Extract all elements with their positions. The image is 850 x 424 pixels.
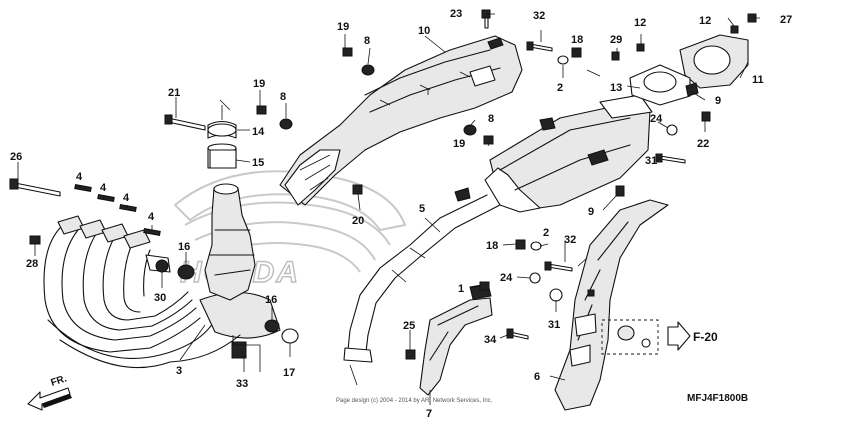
part-number: 16 bbox=[265, 294, 277, 306]
part-number: 3 bbox=[176, 365, 182, 377]
part-number: 32 bbox=[533, 10, 545, 22]
part-number: 23 bbox=[450, 8, 462, 20]
part-number: 9 bbox=[588, 206, 594, 218]
joint-pipe bbox=[204, 120, 256, 301]
part-number: 15 bbox=[252, 157, 264, 169]
clip-detail bbox=[601, 319, 691, 355]
part-number: 13 bbox=[610, 82, 622, 94]
header-flanges bbox=[57, 184, 171, 273]
part-number: 4 bbox=[123, 192, 130, 204]
part-number: 25 bbox=[403, 320, 415, 332]
part-number: 27 bbox=[780, 14, 792, 26]
muffler bbox=[343, 94, 653, 363]
front-label: FR. bbox=[50, 373, 69, 389]
part-number: 5 bbox=[419, 203, 425, 215]
part-number: 19 bbox=[253, 78, 265, 90]
diagram-reference-code: MFJ4F1800B bbox=[687, 393, 748, 404]
part-number: 2 bbox=[557, 82, 563, 94]
part-number: 30 bbox=[154, 292, 166, 304]
front-arrow: FR. bbox=[27, 373, 72, 411]
part-number: 8 bbox=[280, 91, 286, 103]
part-number: 18 bbox=[571, 34, 583, 46]
part-number: 14 bbox=[252, 126, 265, 138]
exhaust-header-pipes bbox=[43, 227, 281, 369]
part-number: 17 bbox=[283, 367, 295, 379]
part-number: 8 bbox=[488, 113, 494, 125]
rear-heat-protector bbox=[554, 199, 669, 411]
part-number: 4 bbox=[76, 171, 83, 183]
part-number: 24 bbox=[650, 113, 663, 125]
part-number: 19 bbox=[337, 21, 349, 33]
part-number: 20 bbox=[352, 215, 364, 227]
part-number: 31 bbox=[645, 155, 657, 167]
part-number: 2 bbox=[543, 227, 549, 239]
part-number: 34 bbox=[484, 334, 497, 346]
part-number: 12 bbox=[699, 15, 711, 27]
part-number: 4 bbox=[148, 211, 155, 223]
part-number: 24 bbox=[500, 272, 513, 284]
part-number: 9 bbox=[715, 95, 721, 107]
part-number: 31 bbox=[548, 319, 560, 331]
end-cap-assembly bbox=[629, 34, 749, 106]
part-number: 10 bbox=[418, 25, 430, 37]
hardware bbox=[9, 9, 757, 360]
part-number: 32 bbox=[564, 234, 576, 246]
copyright-notice: Page design (c) 2004 - 2014 by ARI Netwo… bbox=[336, 398, 493, 404]
part-number: 21 bbox=[168, 87, 180, 99]
part-number: 7 bbox=[426, 408, 432, 420]
part-number: 29 bbox=[610, 34, 622, 46]
leader-lines bbox=[17, 13, 760, 405]
part-number: 22 bbox=[697, 138, 709, 150]
muffler-hanger bbox=[419, 283, 493, 396]
part-number: 11 bbox=[752, 74, 764, 86]
part-number: 26 bbox=[10, 151, 22, 163]
part-number: 28 bbox=[26, 258, 38, 270]
part-number-labels: 26 28 4 4 4 4 21 19 8 14 15 16 30 16 17 … bbox=[10, 8, 792, 420]
part-number: 16 bbox=[178, 241, 190, 253]
part-number: 12 bbox=[634, 17, 646, 29]
part-number: 18 bbox=[486, 240, 498, 252]
part-number: 19 bbox=[453, 138, 465, 150]
part-number: 6 bbox=[534, 371, 540, 383]
part-number: 33 bbox=[236, 378, 248, 390]
part-number: 1 bbox=[458, 283, 464, 295]
figure-reference: F-20 bbox=[693, 330, 718, 344]
part-number: 8 bbox=[364, 35, 370, 47]
part-number: 4 bbox=[100, 182, 107, 194]
